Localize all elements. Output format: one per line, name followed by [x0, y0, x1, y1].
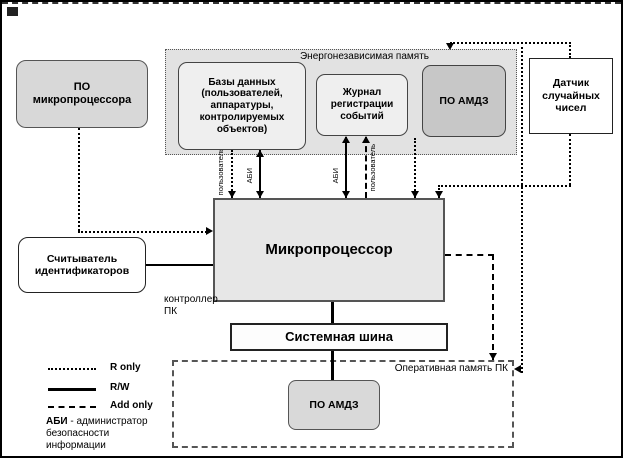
corner-artifact — [7, 7, 18, 16]
abi-definition: АБИ - администратор безопасности информа… — [46, 416, 171, 452]
event-log-box: Журнал регистрации событий — [316, 74, 408, 136]
arrowhead-db-abi-down — [256, 191, 264, 198]
microprocessor-box: Микропроцессор — [213, 198, 445, 302]
connector-log-abi — [345, 137, 347, 198]
connector-rng-top-stub — [569, 42, 571, 58]
abi-term: АБИ — [46, 416, 68, 427]
connector-mp-ram-v — [492, 254, 494, 360]
ram-label: Оперативная память ПК — [394, 363, 508, 374]
arrowhead-pomp-mp — [206, 227, 213, 235]
legend-line-add-only — [48, 406, 96, 408]
arrowhead-db-user — [228, 191, 236, 198]
connector-rng-nvram-h — [450, 42, 571, 44]
id-reader-box: Считыватель идентификаторов — [18, 237, 146, 293]
line-label-abi-log: АБИ — [331, 168, 340, 184]
connector-rng-mp-h — [438, 185, 571, 187]
arrowhead-log-user-up — [362, 136, 370, 143]
arrowhead-mp-ram — [489, 353, 497, 360]
line-label-user-db: пользователь — [216, 148, 225, 196]
system-bus-box: Системная шина — [230, 323, 448, 351]
connector-reader-mp — [146, 264, 213, 266]
connector-rng-ram-v — [521, 42, 523, 373]
line-label-user-log: пользователь — [368, 144, 377, 192]
legend-line-rw — [48, 388, 96, 391]
abi-definition-text: - администратор безопасности информации — [46, 416, 148, 451]
po-amdz-ram-box: ПО АМДЗ — [288, 380, 380, 430]
connector-rng-mp-v1 — [569, 134, 571, 185]
connector-pomp-mp-horizontal — [78, 231, 207, 233]
legend-label-rw: R/W — [110, 382, 130, 393]
po-microprocessor-box: ПО микропроцессора — [16, 60, 148, 128]
pc-controller-label: контроллер ПК — [164, 294, 218, 317]
arrowhead-amdz-mp — [411, 191, 419, 198]
connector-mp-bus — [331, 302, 334, 323]
databases-box: Базы данных (пользователей, аппаратуры, … — [178, 62, 306, 150]
random-number-generator-box: Датчик случайных чисел — [529, 58, 613, 134]
arrowhead-rng-mp — [435, 191, 443, 198]
connector-amdz-mp — [414, 138, 416, 198]
pc-boundary-line — [2, 2, 621, 4]
arrowhead-log-abi-up — [342, 136, 350, 143]
connector-mp-ram-h — [445, 254, 494, 256]
connector-pomp-mp-vertical — [78, 128, 80, 231]
legend-label-r-only: R only — [110, 362, 141, 373]
legend-label-add-only: Add only — [110, 400, 153, 411]
arrowhead-rng-nvram — [446, 43, 454, 50]
arrowhead-log-abi-down — [342, 191, 350, 198]
arrowhead-db-abi-up — [256, 150, 264, 157]
line-label-abi-db: АБИ — [245, 168, 254, 184]
nonvolatile-memory-label: Энергонезависимая память — [299, 51, 429, 62]
arrowhead-rng-ram — [514, 365, 521, 373]
connector-log-user — [365, 137, 367, 198]
connector-bus-amdz — [331, 351, 334, 380]
legend-line-r-only — [48, 368, 96, 370]
connector-db-abi — [259, 150, 261, 198]
po-amdz-nvram-box: ПО АМДЗ — [422, 65, 506, 137]
connector-db-user — [231, 150, 233, 198]
